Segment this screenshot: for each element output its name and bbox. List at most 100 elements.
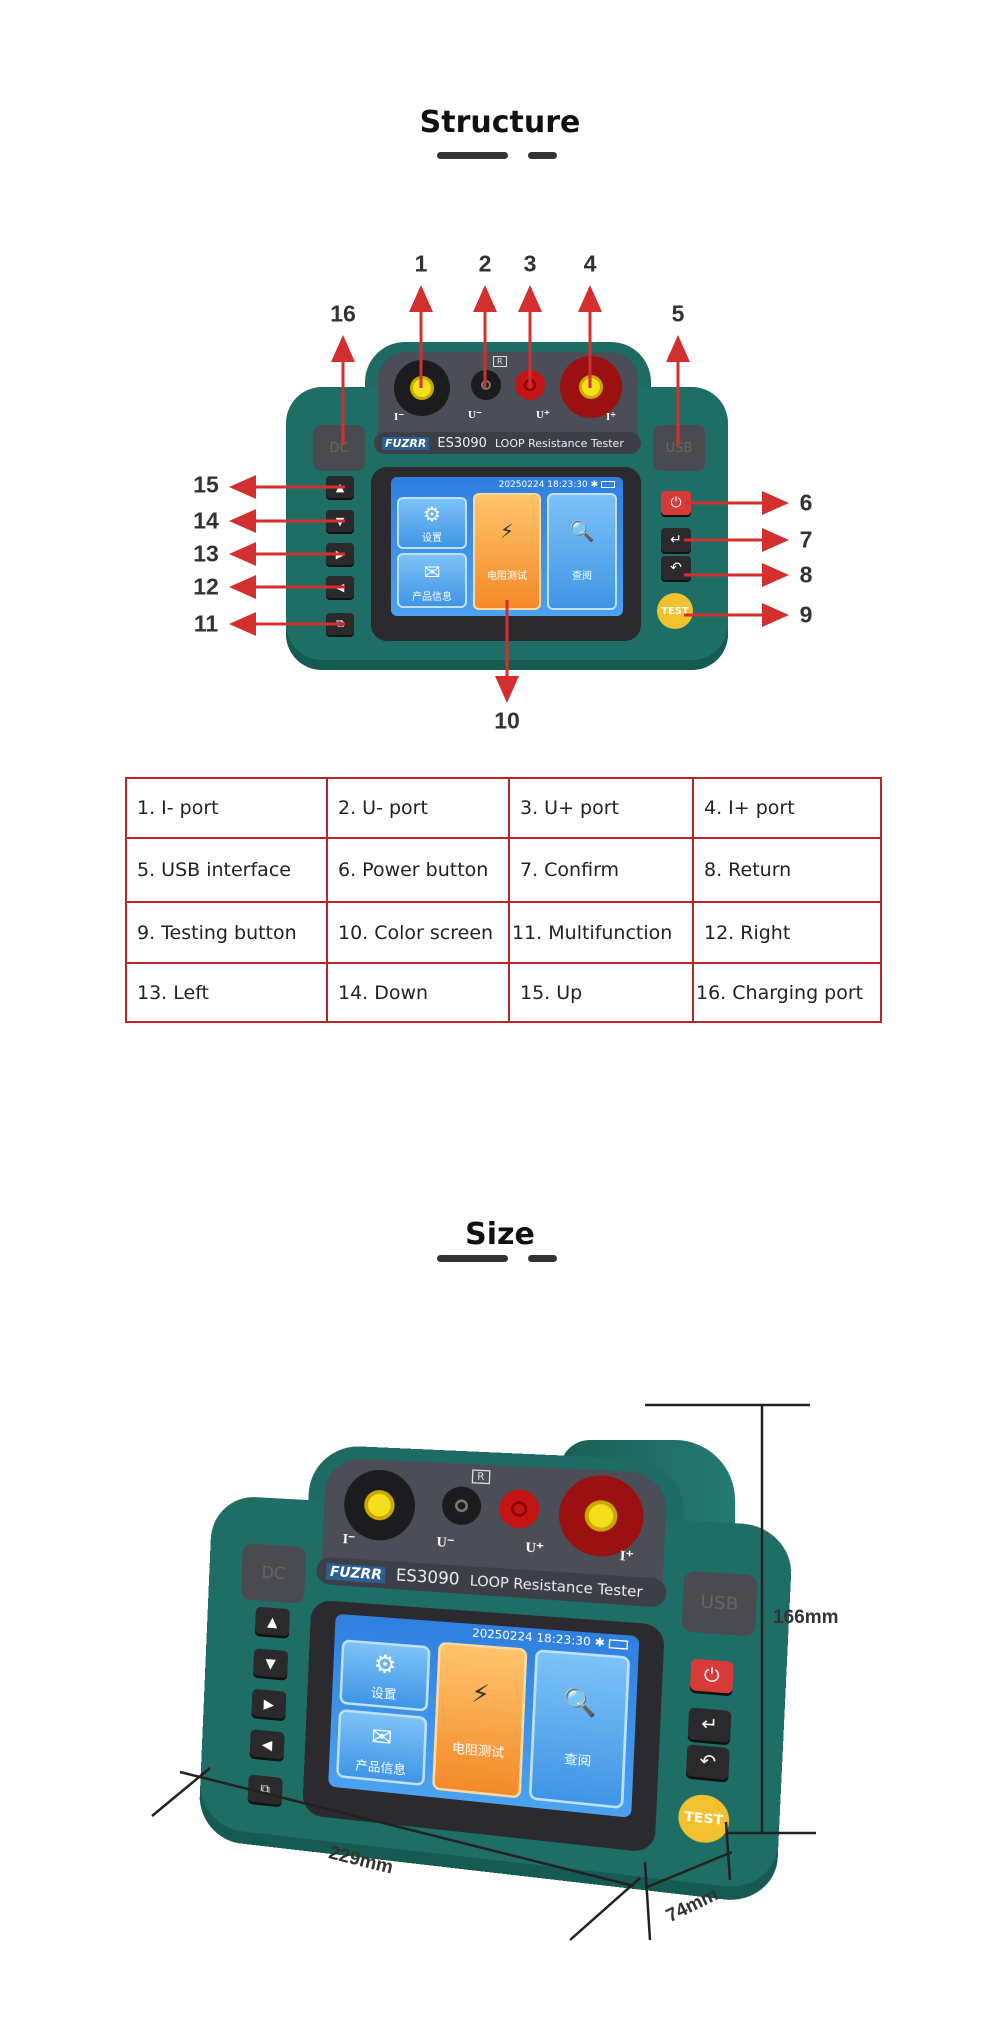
tile-label: 设置: [371, 1682, 397, 1703]
tile-label: 查阅: [564, 1747, 592, 1769]
left-button[interactable]: ◀: [326, 576, 354, 598]
title-underline-short: [528, 1255, 557, 1262]
table-cell: 14. Down: [327, 963, 509, 1022]
model-number: ES3090: [437, 436, 487, 451]
brand-logo: FUZRR: [382, 437, 429, 450]
callout-11: 11: [194, 611, 218, 638]
device-front-view-perspective: I⁻ U⁻ U⁺ I⁺ R DC USB FUZRRES3090LOOP Res…: [198, 1440, 796, 1905]
right-button[interactable]: ▶: [326, 543, 354, 565]
callout-12: 12: [193, 574, 219, 601]
r-label: R: [472, 1469, 490, 1484]
table-cell: 2. U- port: [327, 778, 509, 838]
tile-records[interactable]: 🔍查阅: [529, 1649, 630, 1809]
battery-icon: [609, 1639, 629, 1650]
power-button[interactable]: ⏻: [690, 1659, 734, 1694]
power-icon: ⏻: [670, 495, 681, 511]
u-plus-port: [515, 370, 545, 400]
tile-label: 产品信息: [355, 1754, 406, 1778]
down-button[interactable]: ▼: [253, 1648, 288, 1678]
tile-resistance-test[interactable]: ⚡电阻测试: [432, 1642, 528, 1799]
up-button[interactable]: ▲: [326, 476, 354, 498]
u-minus-label: U⁻: [436, 1534, 454, 1552]
i-plus-port: [560, 356, 622, 418]
callout-4: 4: [584, 251, 597, 278]
gear-icon: ⚙: [373, 1644, 397, 1683]
color-screen[interactable]: 20250224 18:23:30 ✱ ⚙设置 ✉产品信息 ⚡电阻测试 🔍查阅: [391, 477, 623, 616]
left-button[interactable]: ◀: [250, 1729, 285, 1759]
tile-label: 查阅: [572, 567, 592, 582]
callout-1: 1: [415, 251, 428, 278]
right-arrow-icon: ▶: [336, 548, 344, 561]
right-button[interactable]: ▶: [251, 1689, 286, 1719]
title-underline-short: [528, 152, 557, 159]
callout-13: 13: [193, 541, 219, 568]
u-plus-label: U⁺: [536, 408, 550, 421]
table-row: 13. Left14. Down15. Up16. Charging port: [126, 963, 881, 1022]
brand-logo: FUZRR: [326, 1563, 386, 1583]
confirm-button[interactable]: ↵: [661, 528, 691, 552]
model-number: ES3090: [395, 1566, 459, 1589]
callout-8: 8: [800, 562, 813, 589]
color-screen[interactable]: 20250224 18:23:30 ✱ ⚙设置 ✉产品信息 ⚡电阻测试 🔍查阅: [328, 1614, 639, 1818]
up-button[interactable]: ▲: [255, 1607, 290, 1637]
callout-14: 14: [193, 508, 219, 535]
tile-product-info[interactable]: ✉产品信息: [336, 1709, 427, 1786]
table-cell: 9. Testing button: [126, 902, 327, 963]
table-cell: 3. U+ port: [509, 778, 693, 838]
multifunction-button[interactable]: ⧉: [326, 613, 354, 635]
return-button[interactable]: ↶: [661, 556, 691, 580]
usb-port[interactable]: USB: [681, 1571, 757, 1637]
callout-5: 5: [672, 301, 685, 328]
size-title: Size: [0, 1217, 1000, 1252]
parts-legend-table: 1. I- port2. U- port3. U+ port4. I+ port…: [125, 777, 882, 1023]
bluetooth-icon: ✱: [591, 480, 599, 490]
enter-icon: ↵: [670, 532, 682, 548]
callout-3: 3: [524, 251, 537, 278]
dc-charging-port[interactable]: DC: [313, 425, 365, 471]
callout-10: 10: [494, 708, 520, 735]
confirm-button[interactable]: ↵: [688, 1707, 732, 1742]
tile-label: 电阻测试: [487, 567, 527, 582]
gear-icon: ⚙: [423, 499, 441, 529]
i-plus-label: I⁺: [606, 410, 616, 423]
envelope-icon: ✉: [424, 555, 441, 588]
bluetooth-icon: ✱: [594, 1637, 605, 1651]
tile-settings[interactable]: ⚙设置: [339, 1639, 430, 1712]
tile-records[interactable]: 🔍查阅: [547, 493, 617, 610]
tile-settings[interactable]: ⚙设置: [397, 497, 467, 549]
table-cell: 15. Up: [509, 963, 693, 1022]
tile-label: 电阻测试: [452, 1737, 505, 1761]
device-front-view: I⁻ U⁻ U⁺ I⁺ R DC USB FUZRRES3090LOOP Res…: [286, 342, 728, 670]
device-perspective-view: I⁻ U⁻ U⁺ I⁺ R DC USB FUZRRES3090LOOP Res…: [198, 1440, 796, 1905]
power-button[interactable]: ⏻: [661, 491, 691, 515]
datetime: 20250224 18:23:30: [499, 480, 588, 490]
u-plus-label: U⁺: [525, 1539, 544, 1557]
device-name: LOOP Resistance Tester: [495, 437, 624, 450]
return-icon: ↶: [699, 1751, 717, 1774]
r-label: R: [493, 356, 507, 367]
table-cell: 7. Confirm: [509, 838, 693, 902]
tile-resistance-test[interactable]: ⚡电阻测试: [473, 493, 541, 610]
table-cell: 11. Multifunction: [509, 902, 693, 963]
left-arrow-icon: ◀: [336, 581, 344, 594]
down-button[interactable]: ▼: [326, 510, 354, 532]
up-arrow-icon: ▲: [267, 1613, 278, 1630]
multifunction-button[interactable]: ⧉: [248, 1774, 283, 1805]
callout-16: 16: [330, 301, 356, 328]
tile-label: 产品信息: [412, 588, 452, 603]
callout-9: 9: [800, 602, 813, 629]
table-cell: 13. Left: [126, 963, 327, 1022]
table-cell: 12. Right: [693, 902, 881, 963]
copy-icon: ⧉: [260, 1781, 270, 1799]
table-cell: 16. Charging port: [693, 963, 881, 1022]
down-arrow-icon: ▼: [336, 515, 344, 528]
tile-product-info[interactable]: ✉产品信息: [397, 553, 467, 608]
battery-icon: [601, 481, 615, 488]
return-button[interactable]: ↶: [686, 1744, 730, 1780]
dc-charging-port[interactable]: DC: [241, 1543, 307, 1604]
test-button[interactable]: TEST: [657, 593, 693, 629]
usb-port[interactable]: USB: [653, 425, 705, 471]
lightning-icon: ⚡: [500, 495, 514, 567]
callout-15: 15: [193, 472, 219, 499]
tile-label: 设置: [422, 529, 442, 544]
